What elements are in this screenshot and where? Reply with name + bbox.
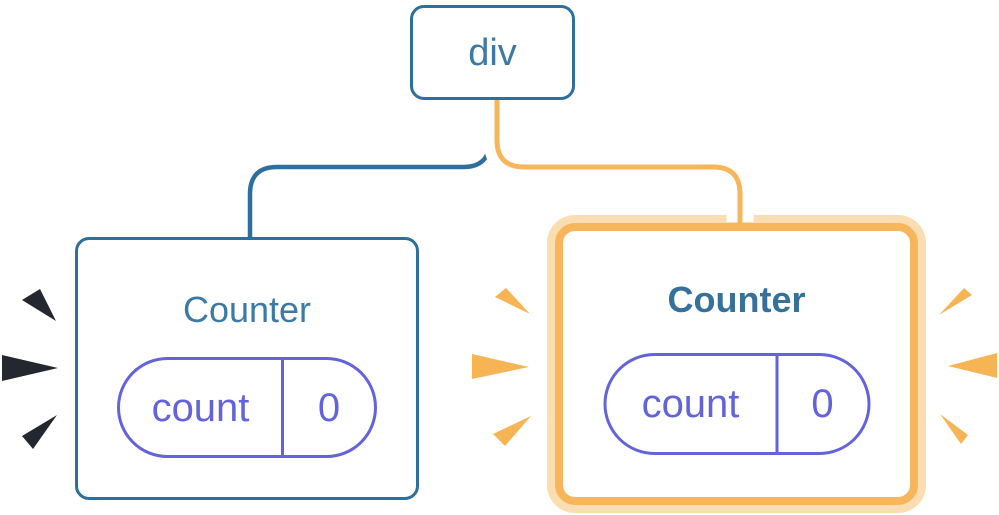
root-div-label: div bbox=[468, 31, 517, 74]
root-div-node: div bbox=[410, 5, 575, 100]
spark-icon bbox=[472, 354, 529, 379]
edge-div-to-right-counter bbox=[494, 98, 743, 231]
spark-burst-left-counter bbox=[2, 289, 58, 449]
state-pill: count 0 bbox=[117, 357, 377, 458]
spark-icon bbox=[495, 288, 530, 314]
spark-icon bbox=[948, 353, 997, 378]
state-value: 0 bbox=[281, 360, 374, 455]
spark-burst-right-counter-left bbox=[472, 288, 531, 446]
spark-burst-right-counter-right bbox=[939, 288, 997, 444]
edge-div-to-left-counter bbox=[247, 98, 493, 240]
state-pill: count 0 bbox=[603, 353, 870, 455]
state-key-label: count bbox=[641, 382, 740, 426]
spark-icon bbox=[22, 289, 56, 321]
state-key-label: count bbox=[151, 385, 250, 430]
spark-icon bbox=[940, 414, 968, 444]
state-value: 0 bbox=[775, 356, 867, 452]
spark-icon bbox=[493, 416, 531, 446]
spark-icon bbox=[939, 288, 972, 315]
counter-title: Counter bbox=[182, 289, 312, 330]
counter-card-right: Counter count 0 bbox=[555, 223, 918, 505]
spark-icon bbox=[2, 355, 58, 381]
edge-highlight-casing bbox=[483, 98, 754, 222]
spark-icon bbox=[22, 415, 57, 449]
counter-card-left: Counter count 0 bbox=[75, 237, 419, 500]
counter-title: Counter bbox=[667, 279, 806, 320]
